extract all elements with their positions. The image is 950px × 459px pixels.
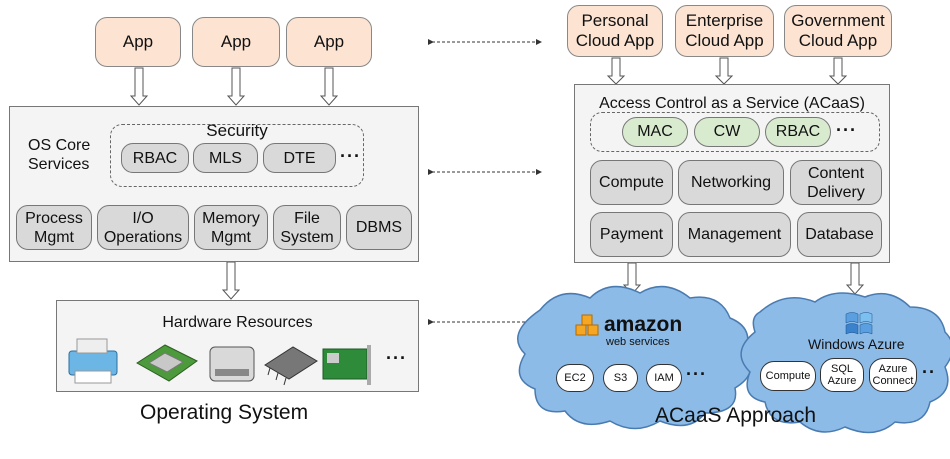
security-rbac-label: RBAC (132, 149, 178, 167)
module-io-operations-label: I/O Operations (103, 209, 183, 246)
module-file-system[interactable]: File System (273, 205, 341, 250)
os-core-services-label: OS Core Services (28, 137, 91, 173)
module-process-mgmt[interactable]: Process Mgmt (16, 205, 92, 250)
module-memory-mgmt[interactable]: Memory Mgmt (194, 205, 268, 250)
arrow-os-to-hardware (221, 261, 241, 300)
arrow-personal-to-acaas (606, 57, 626, 85)
security-mls-label: MLS (209, 149, 242, 167)
aws-ec2-label: EC2 (564, 372, 586, 384)
aws-cubes-icon (575, 314, 599, 336)
module-dbms[interactable]: DBMS (346, 205, 412, 250)
policy-cw-label: CW (713, 123, 741, 140)
security-dte[interactable]: DTE (263, 143, 336, 173)
enterprise-cloud-app-label: Enterprise Cloud App (685, 11, 764, 50)
security-mls[interactable]: MLS (193, 143, 258, 173)
service-networking-label: Networking (690, 174, 772, 191)
policy-rbac[interactable]: RBAC (765, 117, 831, 147)
personal-cloud-app-label: Personal Cloud App (575, 11, 655, 50)
enterprise-cloud-app[interactable]: Enterprise Cloud App (675, 5, 774, 57)
hardware-icons (68, 338, 371, 386)
service-database[interactable]: Database (797, 212, 882, 257)
policy-rbac-label: RBAC (775, 123, 821, 140)
azure-sql-label: SQL Azure (827, 363, 857, 387)
service-compute-label: Compute (599, 174, 664, 191)
module-file-system-label: File System (280, 209, 334, 246)
security-more: ··· (340, 146, 361, 166)
os-app-1[interactable]: App (95, 17, 181, 67)
arrow-app2-to-os (226, 67, 246, 106)
aws-iam[interactable]: IAM (646, 364, 682, 392)
aws-logo-text: amazon (604, 313, 683, 336)
azure-compute[interactable]: Compute (760, 361, 816, 391)
os-app-3[interactable]: App (286, 17, 372, 67)
policy-more: ··· (836, 120, 857, 140)
government-cloud-app-label: Government Cloud App (791, 11, 885, 50)
service-payment-label: Payment (599, 226, 664, 243)
aws-more: ··· (686, 364, 707, 384)
policy-cw[interactable]: CW (694, 117, 760, 147)
windows-flag-icon (845, 312, 873, 335)
arrow-app1-to-os (129, 67, 149, 106)
aws-logo-sub: web services (606, 336, 670, 348)
azure-connect-label: Azure Connect (872, 363, 914, 387)
arrow-acaas-to-azure (845, 262, 865, 295)
security-title: Security (206, 121, 268, 140)
module-process-mgmt-label: Process Mgmt (25, 209, 83, 246)
acaas-caption: ACaaS Approach (655, 404, 817, 427)
service-networking[interactable]: Networking (678, 160, 784, 205)
service-management-label: Management (687, 226, 782, 243)
os-app-2-label: App (220, 32, 252, 51)
aws-cloud (516, 285, 752, 430)
os-app-1-label: App (122, 32, 154, 51)
azure-connect[interactable]: Azure Connect (869, 358, 917, 392)
service-compute[interactable]: Compute (590, 160, 673, 205)
personal-cloud-app[interactable]: Personal Cloud App (567, 5, 663, 57)
os-app-arrows (129, 57, 865, 300)
network-card-icon (322, 345, 371, 385)
azure-logo-text: Windows Azure (808, 336, 905, 352)
module-memory-mgmt-label: Memory Mgmt (202, 209, 260, 246)
printer-icon (68, 338, 118, 384)
module-io-operations[interactable]: I/O Operations (97, 205, 189, 250)
service-management[interactable]: Management (678, 212, 791, 257)
module-dbms-label: DBMS (355, 219, 403, 236)
policy-mac-label: MAC (637, 123, 673, 140)
policy-mac[interactable]: MAC (622, 117, 688, 147)
aws-iam-label: IAM (654, 372, 674, 384)
government-cloud-app[interactable]: Government Cloud App (784, 5, 892, 57)
service-content-delivery-label: Content Delivery (807, 164, 865, 201)
policy-group (590, 112, 880, 152)
os-app-2[interactable]: App (192, 17, 280, 67)
hardware-title: Hardware Resources (162, 314, 313, 331)
os-app-3-label: App (313, 32, 345, 51)
os-caption: Operating System (140, 401, 309, 424)
aws-s3-label: S3 (613, 372, 628, 384)
arrow-acaas-to-aws (622, 262, 642, 295)
azure-sql[interactable]: SQL Azure (820, 358, 864, 392)
hard-drive-icon (209, 346, 255, 382)
aws-s3[interactable]: S3 (603, 364, 638, 392)
azure-more: ·· (922, 362, 936, 382)
service-database-label: Database (805, 226, 874, 243)
azure-compute-label: Compute (765, 370, 811, 382)
aws-ec2[interactable]: EC2 (556, 364, 594, 392)
arrow-government-to-acaas (828, 57, 848, 85)
cpu-icon (136, 344, 198, 382)
security-dte-label: DTE (283, 149, 316, 167)
arrow-enterprise-to-acaas (714, 57, 734, 85)
memory-chip-icon (264, 346, 318, 386)
arrow-app3-to-os (319, 67, 339, 106)
hardware-more: ··· (386, 348, 407, 368)
security-group (110, 124, 364, 187)
security-rbac[interactable]: RBAC (121, 143, 189, 173)
service-payment[interactable]: Payment (590, 212, 673, 257)
service-content-delivery[interactable]: Content Delivery (790, 160, 882, 205)
acaas-service-title: Access Control as a Service (ACaaS) (599, 95, 865, 112)
